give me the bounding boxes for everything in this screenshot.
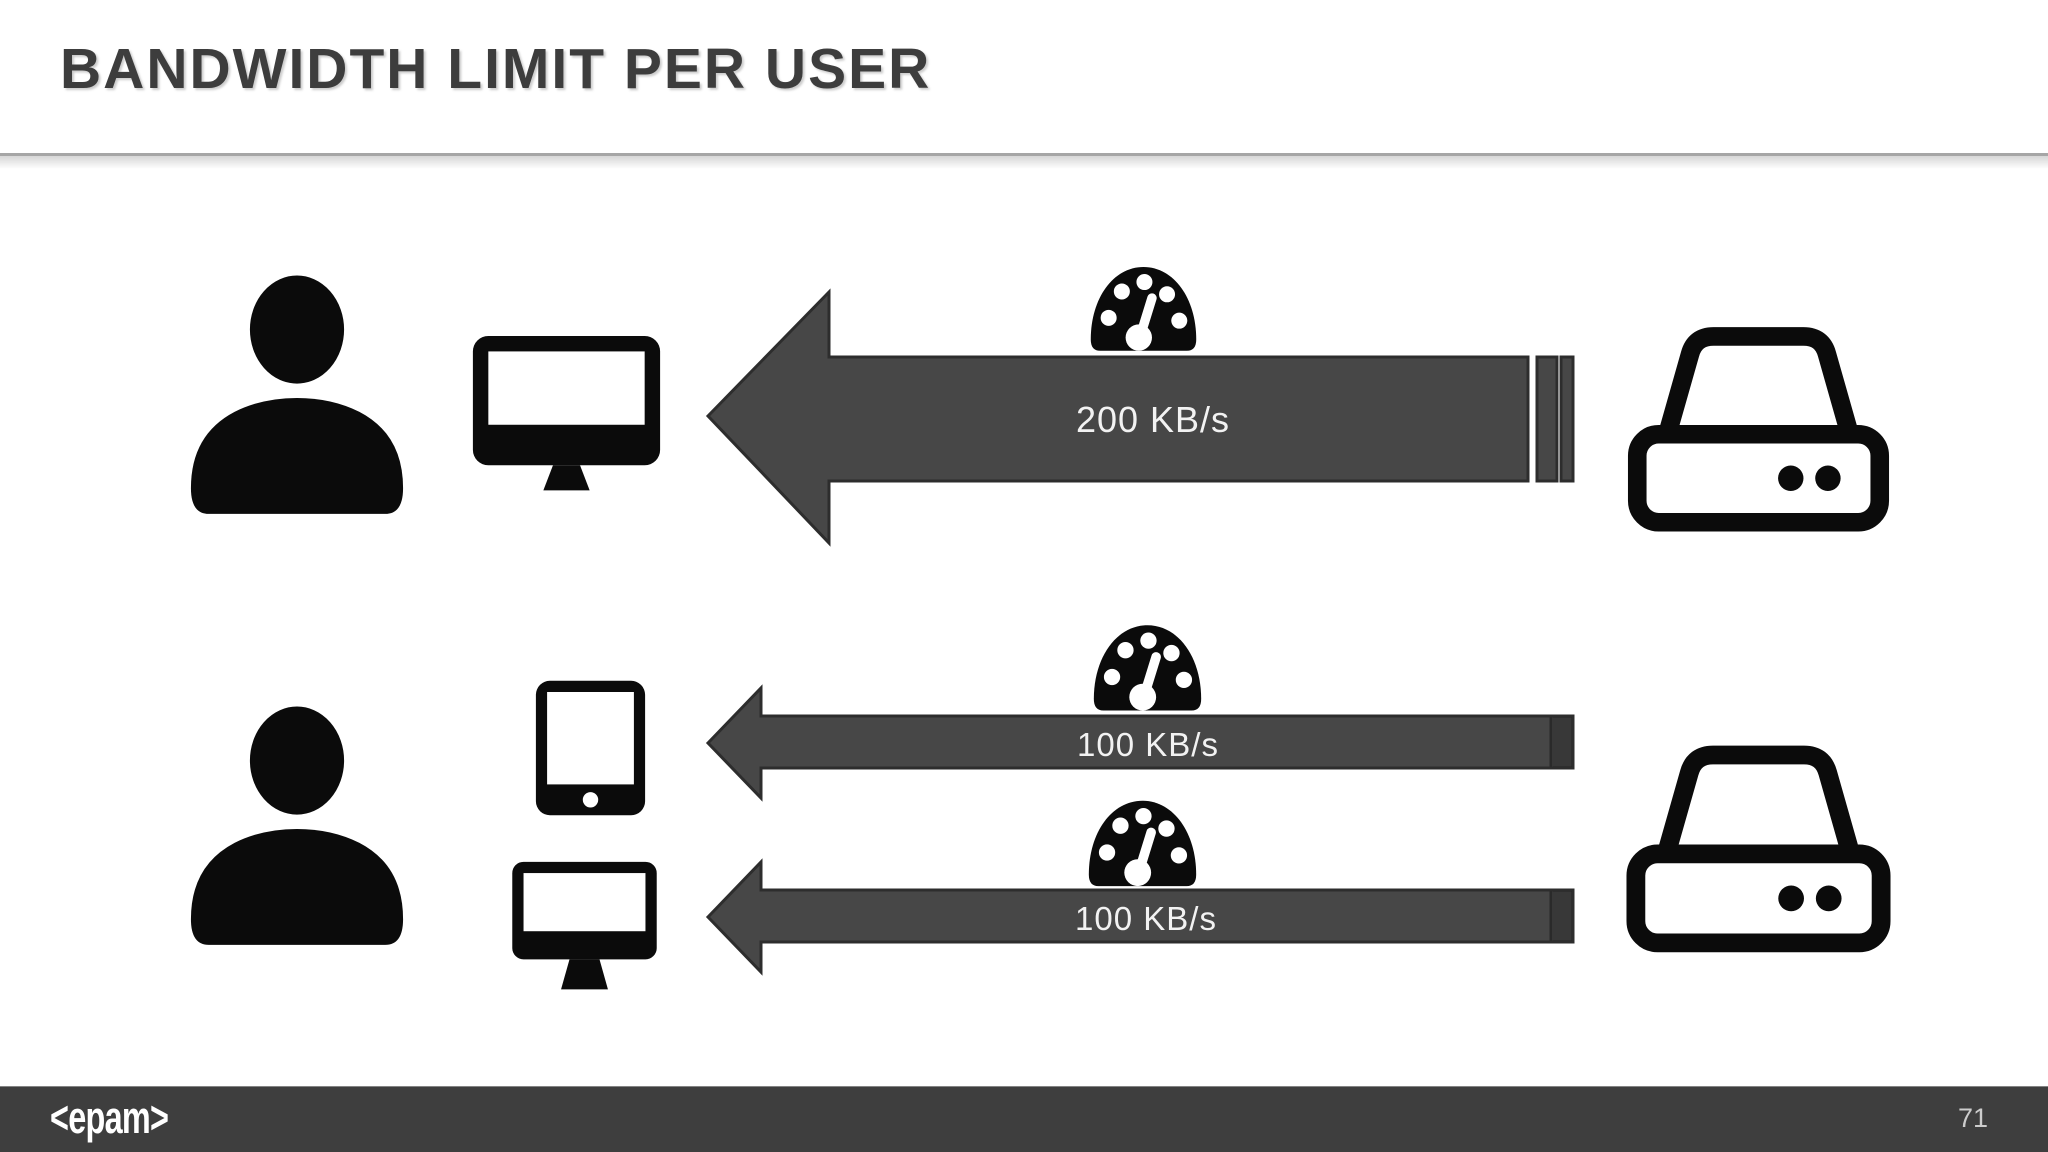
speedometer-icon [1085, 795, 1200, 888]
storage-server-icon [1626, 313, 1891, 533]
bandwidth-label: 100 KB/s [1077, 726, 1219, 763]
user-icon [183, 268, 411, 516]
desktop-monitor-icon [509, 859, 660, 995]
header-divider-shadow [0, 156, 2048, 169]
slide-title: BANDWIDTH LIMIT PER USER [60, 37, 932, 101]
user-icon [183, 699, 411, 947]
footer-bar: <epam> 71 [0, 1086, 2048, 1152]
header-divider [0, 153, 2048, 156]
bandwidth-label: 200 KB/s [1075, 399, 1231, 440]
bandwidth-label: 100 KB/s [1075, 900, 1217, 937]
tablet-icon [533, 678, 648, 818]
left-arrow-200 [700, 285, 1575, 548]
left-arrow-100-top [700, 680, 1575, 808]
page-number: 71 [1957, 1103, 1988, 1133]
left-arrow-100-bottom [700, 854, 1575, 982]
storage-server-icon [1625, 730, 1892, 955]
epam-logo: <epam> [50, 1092, 169, 1143]
speedometer-icon [1087, 262, 1200, 352]
desktop-monitor-icon [470, 333, 663, 503]
speedometer-icon [1090, 620, 1205, 712]
